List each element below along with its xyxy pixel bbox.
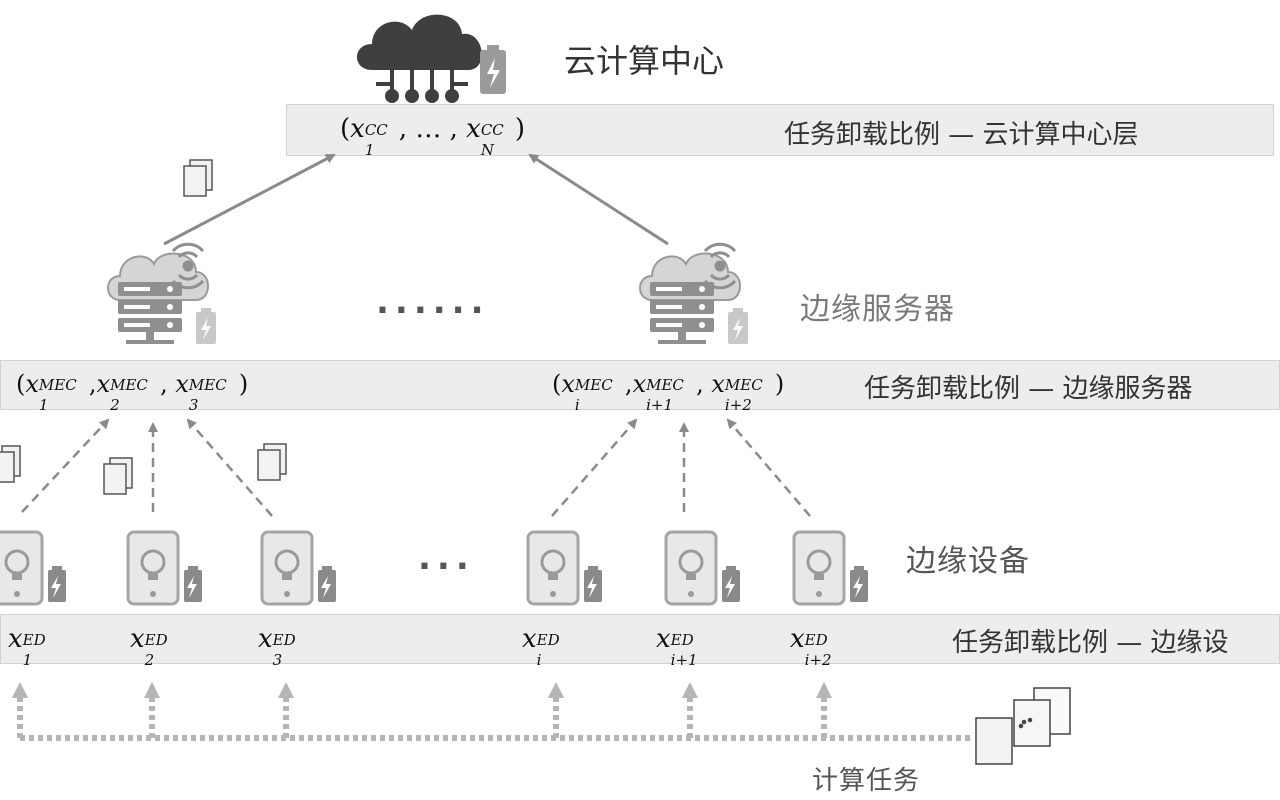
compute-task-label: 计算任务 xyxy=(812,766,921,796)
task-distribution-arrows xyxy=(12,682,970,741)
mec-band-label: 任务卸载比例 — 边缘服务器 xyxy=(864,374,1193,404)
battery-icon-cloud xyxy=(480,45,506,94)
edge-device-icons xyxy=(0,530,868,606)
ed-layer-band xyxy=(0,614,1280,664)
edge-server-title: 边缘服务器 xyxy=(800,292,955,327)
task-doc-icons xyxy=(0,443,287,495)
ed-ellipsis: ... xyxy=(418,538,475,578)
ed-band-label: 任务卸载比例 — 边缘设 xyxy=(952,628,1229,658)
cloud-computing-icon xyxy=(357,14,482,103)
cloud-band-label: 任务卸载比例 — 云计算中心层 xyxy=(784,120,1139,150)
edge-device-title: 边缘设备 xyxy=(906,544,1030,579)
mec-ellipsis: ...... xyxy=(376,282,490,322)
task-doc-icon xyxy=(183,159,213,197)
cloud-center-title: 云计算中心 xyxy=(564,42,725,80)
edge-server-icon-left xyxy=(107,242,216,344)
edge-server-icon-right xyxy=(639,242,748,344)
cloud-layer-band xyxy=(286,104,1274,156)
mec-layer-band xyxy=(0,360,1280,410)
compute-task-icon xyxy=(975,687,1071,765)
